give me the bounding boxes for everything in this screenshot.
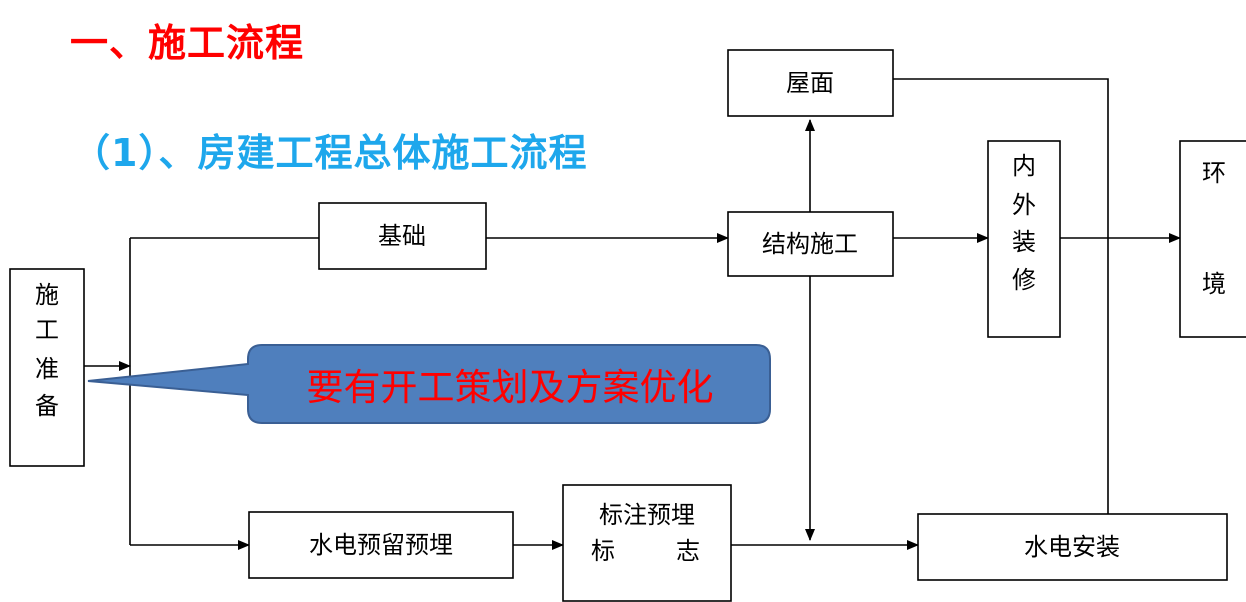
callout-text: 要有开工策划及方案优化 [306,366,714,409]
foundation-box [318,202,487,270]
mep-install-box [917,513,1228,581]
mark-box [562,484,732,602]
decoration-char-2: 外 [1012,191,1036,219]
mark-label-line2-right: 志 [676,537,700,565]
decoration-char-1: 内 [1012,152,1036,180]
roof-box [727,49,894,117]
mep-install-label: 水电安装 [1024,533,1120,561]
prep-char-3: 准 [35,355,59,383]
structure-label: 结构施工 [762,230,858,258]
page-title: 一、施工流程 [70,21,305,65]
mark-label-line2-left: 标 [591,537,615,565]
decoration-char-4: 修 [1012,266,1036,294]
prep-box [9,268,85,467]
prep-char-1: 施 [35,281,59,309]
structure-box [727,211,894,277]
line-roof-to-mep-install [893,78,1109,514]
environment-char-2: 境 [1202,270,1226,298]
environment-char-1: 环 [1202,159,1226,187]
roof-label: 屋面 [786,69,834,97]
mep-embed-box [248,511,514,579]
prep-char-4: 备 [35,392,59,420]
foundation-label: 基础 [378,222,426,250]
prep-char-2: 工 [35,316,59,344]
environment-box [1179,140,1246,338]
mark-label-line1: 标注预埋 [599,501,695,529]
decoration-char-3: 装 [1012,228,1036,256]
connectors [84,78,1181,550]
decoration-box [987,140,1061,338]
mep-embed-label: 水电预留预埋 [309,531,453,559]
section-subtitle: （1）、房建工程总体施工流程 [72,131,588,175]
callout-bubble [87,344,771,424]
